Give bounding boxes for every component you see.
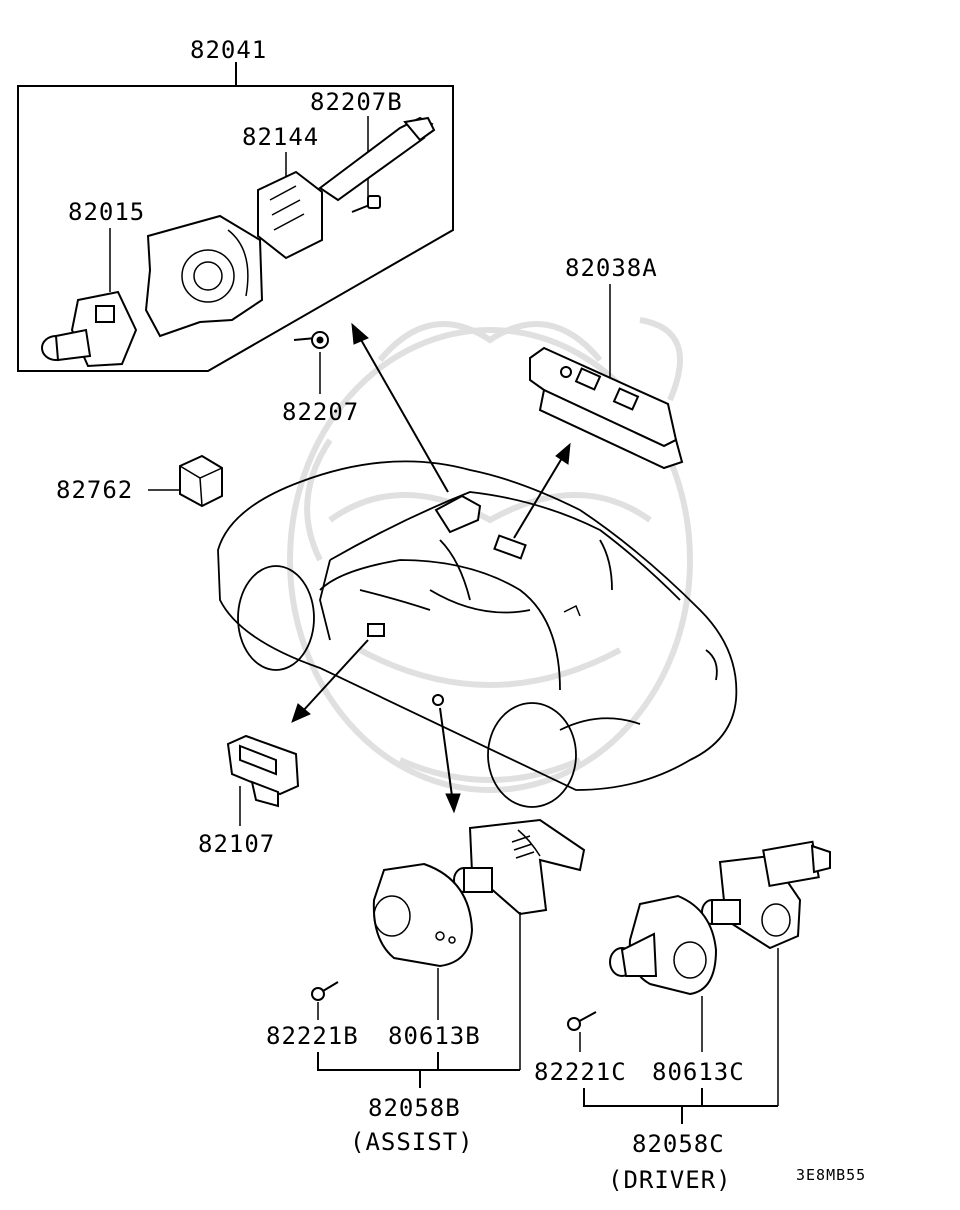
- label-82221C: 82221C: [534, 1058, 627, 1086]
- screw-82207: [293, 331, 329, 349]
- door-switch-82058B: [453, 818, 586, 916]
- watermark-emblem: [287, 317, 693, 793]
- label-82058C: 82058C: [632, 1130, 725, 1158]
- relay-82762: [179, 454, 223, 508]
- label-82058B: 82058B: [368, 1094, 461, 1122]
- label-82207B: 82207B: [310, 88, 403, 116]
- group-box-82041: [17, 62, 454, 372]
- combination-switch-82144: [257, 116, 436, 260]
- boot-80613B: [372, 862, 474, 968]
- label-assist: (ASSIST): [350, 1128, 474, 1156]
- switch-body-82015: [41, 290, 138, 368]
- clock-spring: [144, 214, 264, 338]
- label-82041: 82041: [190, 36, 267, 64]
- bracket-82058B: [317, 1052, 520, 1088]
- arrow-to-sub-switch: [291, 639, 369, 723]
- label-82207: 82207: [282, 398, 359, 426]
- screw-82221B: [311, 981, 339, 1001]
- label-82221B: 82221B: [266, 1022, 359, 1050]
- figure-code: 3E8MB55: [796, 1166, 866, 1184]
- power-window-main-switch-82038A: [529, 346, 684, 470]
- label-82107: 82107: [198, 830, 275, 858]
- arrow-to-door-switch-assist: [439, 707, 461, 814]
- label-80613B: 80613B: [388, 1022, 481, 1050]
- door-switch-82058C: [701, 840, 831, 950]
- boot-80613C: [609, 894, 718, 996]
- vehicle-outline: [217, 460, 738, 808]
- power-window-sub-switch-82107: [226, 734, 300, 808]
- label-82762: 82762: [56, 476, 133, 504]
- arrow-to-combination-switch: [351, 322, 449, 493]
- bracket-82058C: [583, 1088, 778, 1124]
- label-82015: 82015: [68, 198, 145, 226]
- label-driver: (DRIVER): [608, 1166, 732, 1194]
- screw-82221C: [567, 1011, 597, 1031]
- screw-82207B: [351, 195, 381, 213]
- label-80613C: 80613C: [652, 1058, 745, 1086]
- arrow-to-main-switch: [513, 442, 571, 539]
- label-82144: 82144: [242, 123, 319, 151]
- label-82038A: 82038A: [565, 254, 658, 282]
